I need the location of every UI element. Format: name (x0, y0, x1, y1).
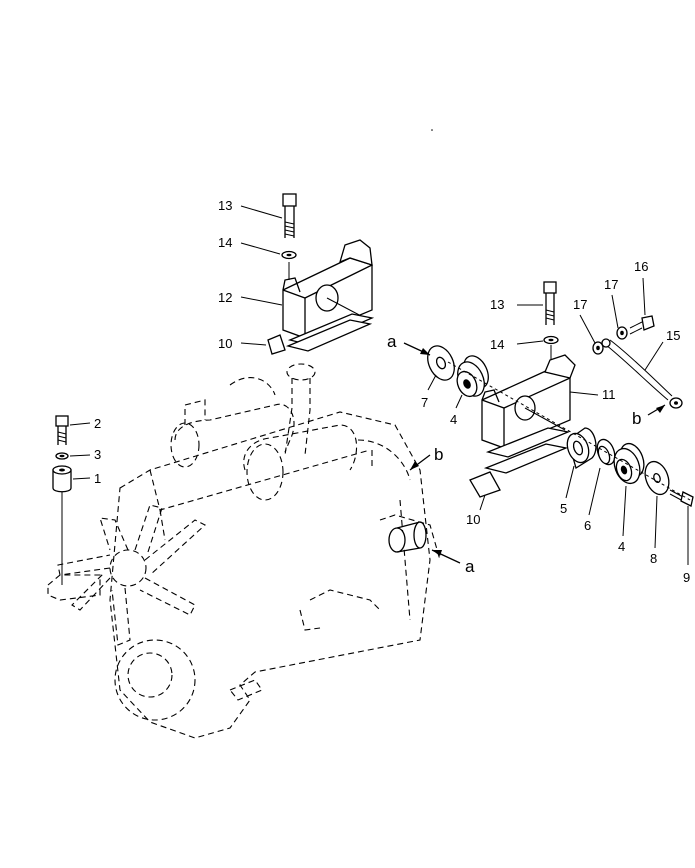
ref-b-right: b (632, 409, 641, 428)
callout-2: 2 (94, 416, 101, 431)
front-mount-group (52, 415, 72, 585)
callout-1: 1 (94, 471, 101, 486)
bolt-2 (55, 415, 69, 445)
callout-10-rear: 10 (466, 512, 480, 527)
rear-mount-group (427, 281, 694, 507)
washer-8 (644, 460, 670, 496)
shim-10-upper (267, 313, 375, 355)
washer-17-left (592, 341, 604, 355)
washer-3 (55, 452, 69, 460)
leader-lines (69, 205, 689, 565)
callout-16: 16 (634, 259, 648, 274)
callout-13-upper: 13 (218, 198, 232, 213)
engine-assembly-phantom (47, 363, 441, 739)
bolt-16 (629, 315, 655, 335)
speck (431, 129, 433, 131)
upper-mount-group (267, 193, 375, 355)
washer-14-upper (281, 250, 297, 260)
cushion-4-upper (456, 355, 489, 398)
callout-10-upper: 10 (218, 336, 232, 351)
washer-17-right (616, 326, 628, 340)
callout-14-upper: 14 (218, 235, 232, 250)
reference-letters: a a b b (387, 332, 641, 576)
callout-9: 9 (683, 570, 690, 585)
ref-b-left: b (434, 445, 443, 464)
callout-4-lower: 4 (618, 539, 625, 554)
ref-a-upper: a (387, 332, 397, 351)
callout-15: 15 (666, 328, 680, 343)
spacer-1 (52, 465, 72, 493)
callout-7: 7 (421, 395, 428, 410)
callout-4-upper: 4 (450, 412, 457, 427)
callout-14-rear: 14 (490, 337, 504, 352)
bolt-9 (669, 489, 694, 507)
callout-8: 8 (650, 551, 657, 566)
washer-7 (427, 345, 455, 381)
callout-3: 3 (94, 447, 101, 462)
callout-13-rear: 13 (490, 297, 504, 312)
callout-17-left: 17 (573, 297, 587, 312)
ref-a-lower: a (465, 557, 475, 576)
callout-6: 6 (584, 518, 591, 533)
bolt-13-upper (282, 193, 297, 238)
spacer-5 (566, 427, 597, 470)
cushion-4-lower (613, 442, 645, 485)
callout-11: 11 (602, 387, 616, 402)
callout-17-right: 17 (604, 277, 618, 292)
shim-10-rear (469, 427, 571, 498)
callout-5: 5 (560, 501, 567, 516)
callout-labels: 13 14 12 10 2 3 1 13 14 17 17 16 15 11 7… (94, 198, 690, 585)
bolt-13-rear (543, 281, 557, 325)
callout-12: 12 (218, 290, 232, 305)
strap-15 (601, 338, 683, 409)
washer-14-rear (543, 335, 559, 345)
